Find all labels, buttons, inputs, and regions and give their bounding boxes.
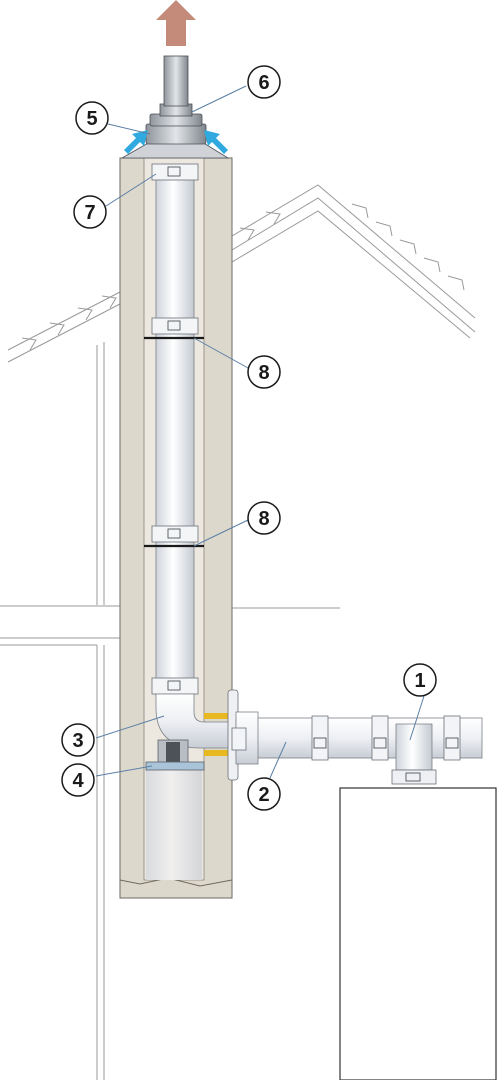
spacer-clip: [151, 317, 199, 335]
diagonal-arrow-icon: [204, 130, 228, 154]
pipe-collar: [311, 715, 329, 761]
roof-terminal: [120, 55, 230, 159]
spacer-clip: [151, 525, 199, 543]
diagonal-arrow-icon: [124, 130, 148, 154]
callout-4: 4: [61, 763, 95, 797]
callout-7: 7: [73, 195, 107, 229]
pipe-collar: [443, 715, 461, 761]
callout-2: 2: [247, 777, 281, 811]
boiler: [339, 787, 497, 1080]
svg-text:3: 3: [72, 730, 83, 752]
callout-8-lower: 8: [247, 501, 281, 535]
svg-text:8: 8: [258, 508, 269, 530]
svg-text:2: 2: [258, 784, 269, 806]
support-bracket: [145, 739, 205, 771]
t-piece: [391, 723, 437, 785]
pipe-collar: [371, 715, 389, 761]
spacer-clip: [151, 677, 199, 695]
callout-6: 6: [247, 65, 281, 99]
horizontal-flue-pipe: [227, 689, 483, 781]
callout-3: 3: [61, 723, 95, 757]
svg-text:1: 1: [414, 670, 425, 692]
callout-1: 1: [403, 663, 437, 697]
callout-5: 5: [75, 101, 109, 135]
pipe-collar: [231, 727, 247, 751]
leader-lines: [95, 85, 425, 779]
vertical-flue-pipe: [144, 163, 204, 696]
svg-text:8: 8: [258, 362, 269, 384]
svg-text:7: 7: [84, 202, 95, 224]
wall-seal: [204, 713, 232, 756]
spacer-clip: [151, 163, 199, 181]
svg-text:5: 5: [86, 108, 97, 130]
svg-text:6: 6: [258, 72, 269, 94]
svg-text:4: 4: [72, 770, 84, 792]
callout-8-upper: 8: [247, 355, 281, 389]
up-arrow-icon: [156, 0, 196, 46]
